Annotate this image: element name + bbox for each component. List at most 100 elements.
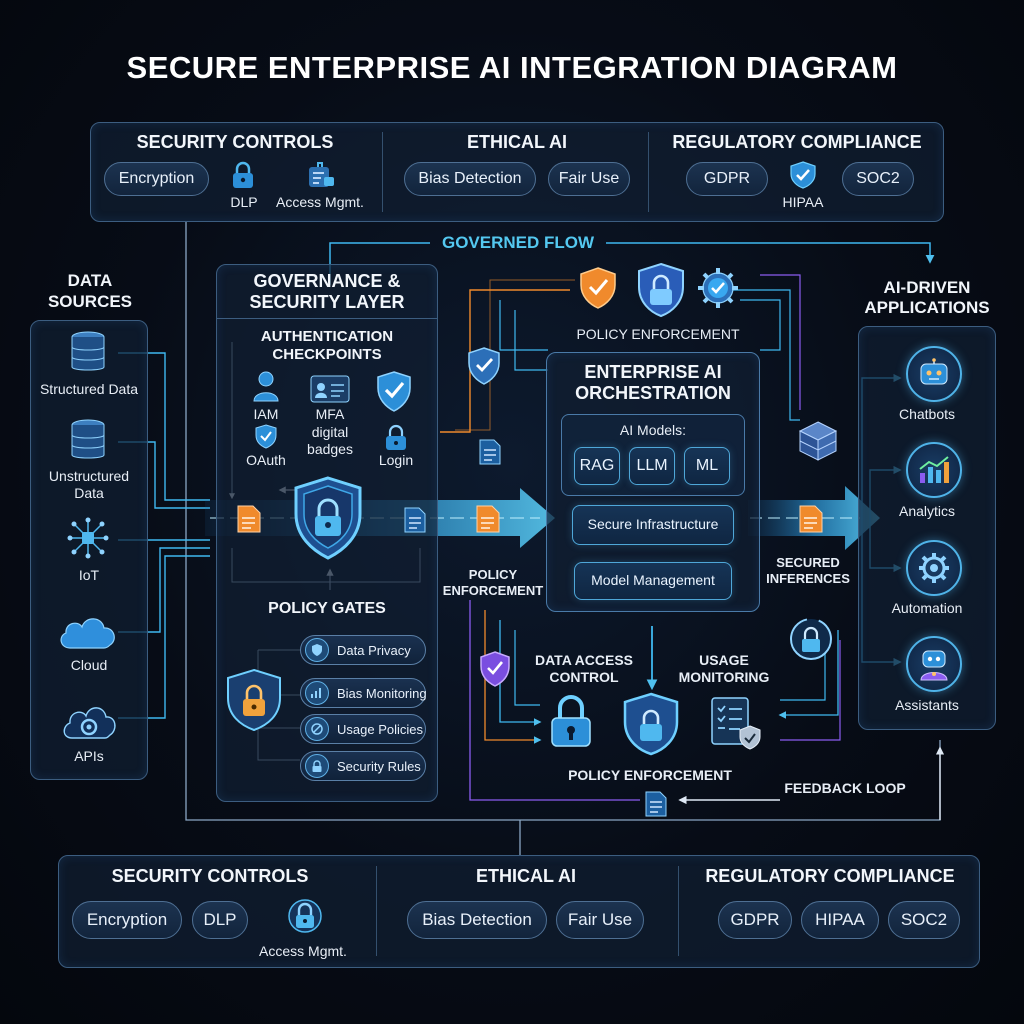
bottom-bias-detection-pill: Bias Detection (407, 901, 547, 939)
assistants-icon-circle (906, 636, 962, 692)
bottom-regulatory-title: REGULATORY COMPLIANCE (705, 866, 955, 886)
document-icon (403, 506, 427, 538)
api-gear-cloud-icon (60, 698, 118, 746)
feedback-loop-label: FEEDBACK LOOP (784, 780, 906, 796)
bottom-gdpr-pill: GDPR (718, 901, 792, 939)
model-ml: ML (684, 447, 730, 485)
data-access-control-line1: DATA ACCESS (535, 652, 633, 668)
auth-checkpoints-line2: CHECKPOINTS (272, 346, 382, 363)
assistants-label: Assistants (895, 697, 959, 713)
shield-check-icon (375, 370, 413, 418)
apis-label: APIs (74, 748, 104, 764)
policy-gates-title: POLICY GATES (268, 600, 386, 617)
gate-data-privacy: Data Privacy (300, 635, 426, 665)
unstructured-label-line1: Unstructured (48, 468, 130, 484)
lock-icon (288, 896, 322, 940)
policy-enforcement-left-line2: ENFORCEMENT (442, 583, 544, 598)
bottom-encryption-pill: Encryption (72, 901, 182, 939)
top-access-label: Access Mgmt. (276, 194, 364, 210)
chart-icon (305, 681, 329, 705)
diagram-title: SECURE ENTERPRISE AI INTEGRATION DIAGRAM (126, 50, 898, 85)
auth-checkpoints-line1: AUTHENTICATION (260, 328, 394, 345)
central-shield-lock-icon (292, 476, 364, 564)
bottom-dlp-pill: DLP (192, 901, 248, 939)
robot-icon (920, 358, 948, 385)
badge-icon (310, 375, 350, 407)
top-fair-use-pill: Fair Use (548, 162, 630, 196)
shield-icon (305, 638, 329, 662)
analytics-icon-circle (906, 442, 962, 498)
iot-label: IoT (78, 567, 100, 583)
chatbots-icon-circle (906, 346, 962, 402)
top-bias-detection-pill: Bias Detection (404, 162, 536, 196)
governance-title-line1: GOVERNANCE & (253, 271, 401, 291)
top-regulatory-title: REGULATORY COMPLIANCE (672, 132, 922, 152)
bottom-hipaa-pill: HIPAA (801, 901, 879, 939)
model-rag: RAG (574, 447, 620, 485)
mfa-label-line2: digital (311, 424, 349, 440)
secure-infrastructure-box: Secure Infrastructure (572, 505, 734, 545)
policy-enforcement-top-label: POLICY ENFORCEMENT (576, 326, 740, 342)
shield-check-icon (478, 650, 512, 692)
document-icon (475, 504, 501, 538)
bottom-access-label: Access Mgmt. (259, 943, 347, 959)
document-icon (798, 504, 824, 538)
top-ethical-ai-title: ETHICAL AI (466, 132, 567, 152)
cloud-label: Cloud (70, 657, 108, 673)
database-icon (68, 330, 108, 380)
document-icon (644, 790, 668, 822)
data-sources-title-line1: DATA (67, 271, 113, 290)
chatbots-label: Chatbots (898, 406, 956, 422)
top-dlp-label: DLP (230, 194, 258, 210)
top-security-controls-title: SECURITY CONTROLS (136, 132, 334, 152)
lock-icon (548, 692, 594, 752)
gate-usage-policies-label: Usage Policies (337, 721, 423, 737)
apps-title-line2: APPLICATIONS (864, 298, 990, 317)
mfa-label-line1: MFA (315, 406, 345, 422)
analytics-label: Analytics (898, 503, 956, 519)
gate-usage-policies: Usage Policies (300, 714, 426, 744)
model-management-box: Model Management (574, 562, 732, 600)
gear-icon (919, 553, 949, 583)
data-sources-panel (30, 320, 148, 780)
secured-inferences-line2: INFERENCES (766, 571, 850, 586)
bottom-security-controls-title: SECURITY CONTROLS (111, 866, 309, 886)
unstructured-label-line2: Data (74, 485, 104, 501)
mfa-label-line3: badges (307, 441, 353, 457)
policy-enforcement-bottom-label: POLICY ENFORCEMENT (568, 767, 732, 783)
chart-icon (919, 456, 949, 483)
access-badge-icon (306, 160, 336, 194)
lock-icon (384, 424, 408, 456)
database-icon (68, 418, 108, 468)
lock-refresh-icon (788, 616, 834, 666)
no-entry-icon (305, 717, 329, 741)
policy-enforcement-left-line1: POLICY (468, 567, 518, 582)
document-icon (478, 438, 502, 470)
shield-check-icon (788, 160, 818, 194)
lock-icon (230, 160, 256, 194)
shield-check-icon (466, 346, 502, 390)
top-soc2-pill: SOC2 (842, 162, 914, 196)
login-label: Login (378, 452, 414, 468)
shield-check-icon (254, 424, 278, 454)
top-bar-divider-1 (382, 132, 383, 212)
policy-gates-lock-icon (226, 668, 282, 736)
user-icon (252, 370, 280, 406)
shield-lock-icon (622, 692, 680, 760)
gate-data-privacy-label: Data Privacy (337, 642, 411, 658)
structured-data-label: Structured Data (39, 381, 139, 397)
model-llm: LLM (629, 447, 675, 485)
iam-label: IAM (253, 406, 279, 422)
ai-models-label: AI Models: (619, 422, 687, 438)
bottom-bar-divider-1 (376, 866, 377, 956)
governance-title-line2: SECURITY LAYER (249, 292, 405, 312)
governed-flow-label: GOVERNED FLOW (441, 233, 595, 252)
shield-check-icon (578, 266, 618, 314)
gate-bias-monitoring: Bias Monitoring (300, 678, 427, 708)
bottom-bar-divider-2 (678, 866, 679, 956)
top-bar-divider-2 (648, 132, 649, 212)
bottom-fair-use-pill: Fair Use (556, 901, 644, 939)
document-icon (236, 504, 262, 538)
oauth-label: OAuth (246, 452, 286, 468)
iot-icon (66, 516, 110, 564)
